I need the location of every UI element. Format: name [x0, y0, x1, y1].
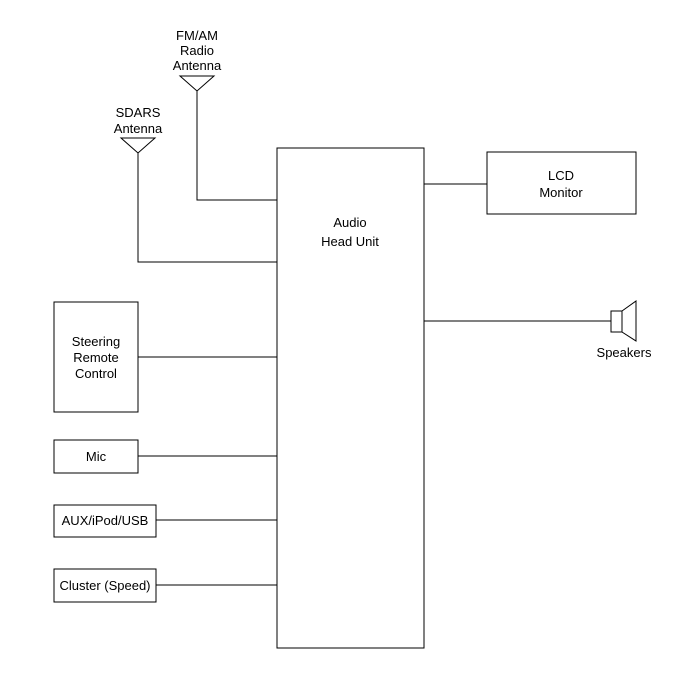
- cluster-speed-box: [53, 568, 157, 603]
- head-unit-label-line-2: Head Unit: [321, 234, 379, 249]
- sdars-antenna-wire: [137, 153, 277, 263]
- cluster-speed-label: Cluster (Speed): [59, 578, 150, 593]
- aux-ipod-usb-box: [53, 504, 157, 538]
- fm-am-antenna-label-line-3: Antenna: [173, 58, 222, 73]
- fm-am-antenna-label-line-1: FM/AM: [176, 28, 218, 43]
- mic-box: [53, 439, 139, 474]
- head-unit-label-line-1: Audio: [333, 215, 366, 230]
- speakers-label: Speakers: [597, 345, 652, 360]
- steering-remote-control-box: [53, 301, 139, 413]
- fm-am-antenna-label-line-2: Radio: [180, 43, 214, 58]
- lcd-monitor-box: [486, 151, 637, 215]
- fm-am-antenna-wire: [196, 91, 277, 201]
- speaker-icon: [610, 300, 637, 342]
- aux-ipod-usb-label: AUX/iPod/USB: [62, 513, 149, 528]
- sdars-antenna-icon: [119, 137, 157, 154]
- mic-label: Mic: [86, 449, 107, 464]
- head-unit-box: [276, 147, 425, 649]
- steering-remote-label-line-1: Steering: [72, 334, 120, 349]
- lcd-monitor-label-line-1: LCD: [548, 168, 574, 183]
- steering-remote-label-line-2: Remote: [73, 350, 119, 365]
- lcd-monitor-label-line-2: Monitor: [539, 185, 583, 200]
- sdars-antenna-label-line-1: SDARS: [116, 105, 161, 120]
- steering-remote-label-line-3: Control: [75, 366, 117, 381]
- sdars-antenna-label-line-2: Antenna: [114, 121, 163, 136]
- fm-am-antenna-icon: [178, 75, 216, 92]
